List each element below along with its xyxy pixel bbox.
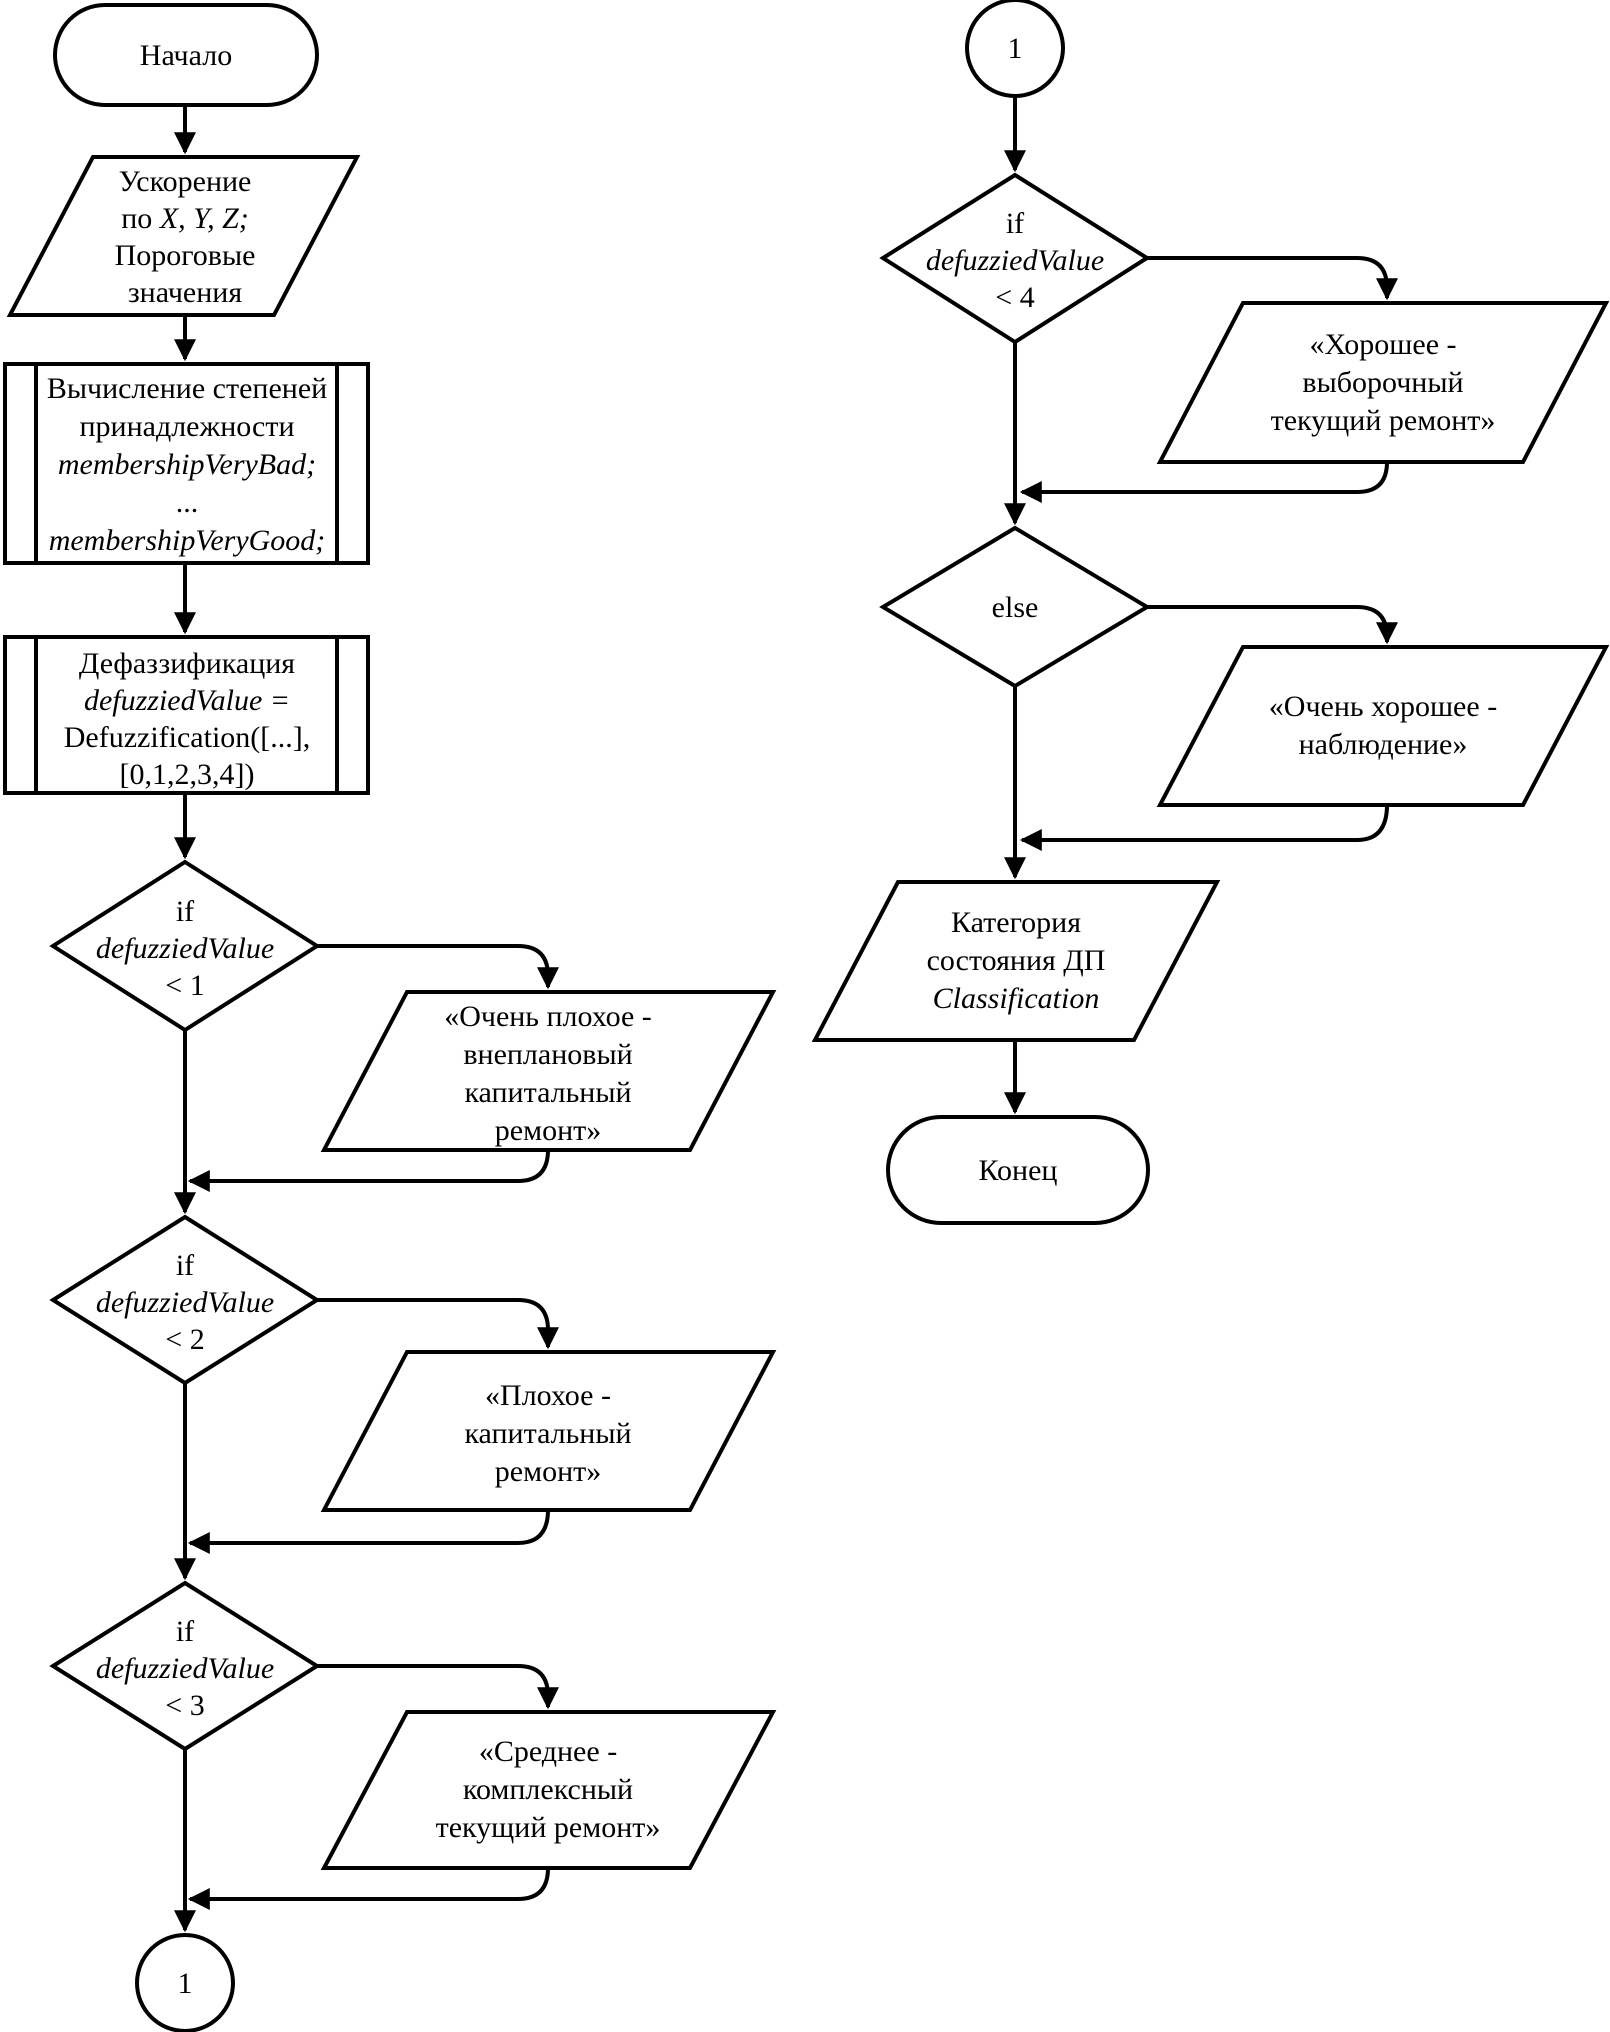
decision2-condition: < 2 <box>165 1323 205 1356</box>
membership-process-shape <box>3 362 370 565</box>
end-terminator-label: Конец <box>888 1117 1148 1223</box>
defuzzification-line4: [0,1,2,3,4]) <box>119 758 255 791</box>
output-category-line3: Classification <box>932 982 1100 1015</box>
end-text: Конец <box>978 1153 1058 1187</box>
offpage-connector-top-label: 1 <box>967 0 1063 96</box>
defuzzification-line1: Дефаззификация <box>78 647 296 680</box>
membership-line1: Вычисление степеней <box>46 372 328 405</box>
output-good-line3: текущий ремонт» <box>1270 404 1496 437</box>
arrow-output2-return <box>187 1509 550 1554</box>
output-category-line1: Категория <box>951 906 1081 939</box>
output-category-parallelogram-shape <box>811 880 1221 1042</box>
decision-lt4-label: if defuzziedValue < 4 <box>890 205 1140 316</box>
output-bad-line1: «Плохое - <box>485 1379 611 1412</box>
arrow-output3-return <box>187 1867 550 1910</box>
output-very-bad-line4: ремонт» <box>494 1114 602 1147</box>
output-very-good-label: «Очень хорошее - наблюдение» <box>1233 688 1533 764</box>
decision1-variable: defuzziedValue <box>95 932 275 965</box>
output-very-bad-line2: внеплановый <box>463 1038 633 1071</box>
decision-lt3-label: if defuzziedValue < 3 <box>60 1613 310 1724</box>
decision3-keyword: if <box>175 1615 195 1648</box>
input-line2: по X, Y, Z; <box>121 202 249 235</box>
output-medium-line1: «Среднее - <box>478 1735 618 1768</box>
decision4-condition: < 4 <box>995 281 1035 314</box>
output-bad-line3: ремонт» <box>494 1455 602 1488</box>
output-very-good-line1: «Очень хорошее - <box>1268 690 1498 723</box>
input-line1: Ускорение <box>118 165 252 198</box>
defuzzification-line2: defuzziedValue = <box>83 684 291 717</box>
membership-process-label: Вычисление степеней принадлежности membe… <box>37 370 337 560</box>
output-very-good-line2: наблюдение» <box>1298 728 1468 761</box>
output-good-label: «Хорошее - выборочный текущий ремонт» <box>1233 326 1533 440</box>
output-medium-label: «Среднее - комплексный текущий ремонт» <box>398 1733 698 1847</box>
arrow-decision4-true-to-output <box>1147 256 1398 301</box>
decision3-variable: defuzziedValue <box>95 1652 275 1685</box>
output-very-bad-line1: «Очень плохое - <box>444 1000 652 1033</box>
output-bad-line2: капитальный <box>464 1417 632 1450</box>
decision1-keyword: if <box>175 895 195 928</box>
arrow-output5-return <box>1019 804 1389 851</box>
output-very-good-parallelogram-shape <box>1156 645 1610 807</box>
decision1-condition: < 1 <box>165 969 205 1002</box>
arrow-output1-return <box>187 1149 550 1192</box>
output-medium-parallelogram-shape <box>320 1710 777 1870</box>
membership-line3: membershipVeryBad; <box>57 448 317 481</box>
input-line3: Пороговые <box>114 239 256 272</box>
end-terminator-shape <box>886 1115 1150 1225</box>
offpage-connector-bottom-shape <box>135 1933 235 2032</box>
output-category-label: Категория состояния ДП Classification <box>866 904 1166 1018</box>
offpage-connector-bottom-text: 1 <box>177 1966 193 2000</box>
output-very-bad-parallelogram-shape <box>320 990 777 1152</box>
output-category-line2: состояния ДП <box>926 944 1106 977</box>
else-keyword: else <box>991 591 1039 624</box>
decision-lt2-label: if defuzziedValue < 2 <box>60 1247 310 1358</box>
arrow-output4-return <box>1019 461 1389 503</box>
output-good-parallelogram-shape <box>1156 301 1610 464</box>
membership-line4: ... <box>175 486 199 519</box>
output-good-line2: выборочный <box>1302 366 1464 399</box>
decision4-variable: defuzziedValue <box>925 244 1105 277</box>
arrow-else-to-output <box>1147 605 1398 645</box>
arrow-decision2-true-to-output <box>317 1298 559 1350</box>
output-good-line1: «Хорошее - <box>1309 328 1457 361</box>
output-bad-parallelogram-shape <box>320 1350 777 1512</box>
output-bad-label: «Плохое - капитальный ремонт» <box>398 1377 698 1491</box>
membership-line2: принадлежности <box>79 410 295 443</box>
membership-line5: membershipVeryGood; <box>48 524 326 557</box>
offpage-connector-bottom-label: 1 <box>137 1935 233 2031</box>
arrow-decision3-true-to-output <box>317 1664 559 1710</box>
defuzzification-process-shape <box>3 635 370 795</box>
decision2-keyword: if <box>175 1249 195 1282</box>
decision4-keyword: if <box>1005 207 1025 240</box>
decision-lt1-label: if defuzziedValue < 1 <box>60 893 310 1004</box>
input-data-label: Ускорение по X, Y, Z; Пороговые значения <box>35 163 335 311</box>
decision2-variable: defuzziedValue <box>95 1286 275 1319</box>
input-line4: значения <box>127 276 243 309</box>
offpage-connector-top-text: 1 <box>1007 31 1023 65</box>
decision-else-label: else <box>915 589 1115 626</box>
decision3-condition: < 3 <box>165 1689 205 1722</box>
defuzzification-process-label: Дефаззификация defuzziedValue = Defuzzif… <box>37 645 337 793</box>
output-medium-line3: текущий ремонт» <box>435 1811 661 1844</box>
arrow-decision1-true-to-output <box>317 944 559 990</box>
output-medium-line2: комплексный <box>462 1773 634 1806</box>
start-text: Начало <box>139 38 233 72</box>
output-very-bad-label: «Очень плохое - внеплановый капитальный … <box>398 998 698 1150</box>
defuzzification-line3: Defuzzification([...], <box>63 721 311 754</box>
input-data-parallelogram-shape <box>6 155 361 317</box>
output-very-bad-line3: капитальный <box>464 1076 632 1109</box>
start-terminator-label: Начало <box>55 5 317 105</box>
